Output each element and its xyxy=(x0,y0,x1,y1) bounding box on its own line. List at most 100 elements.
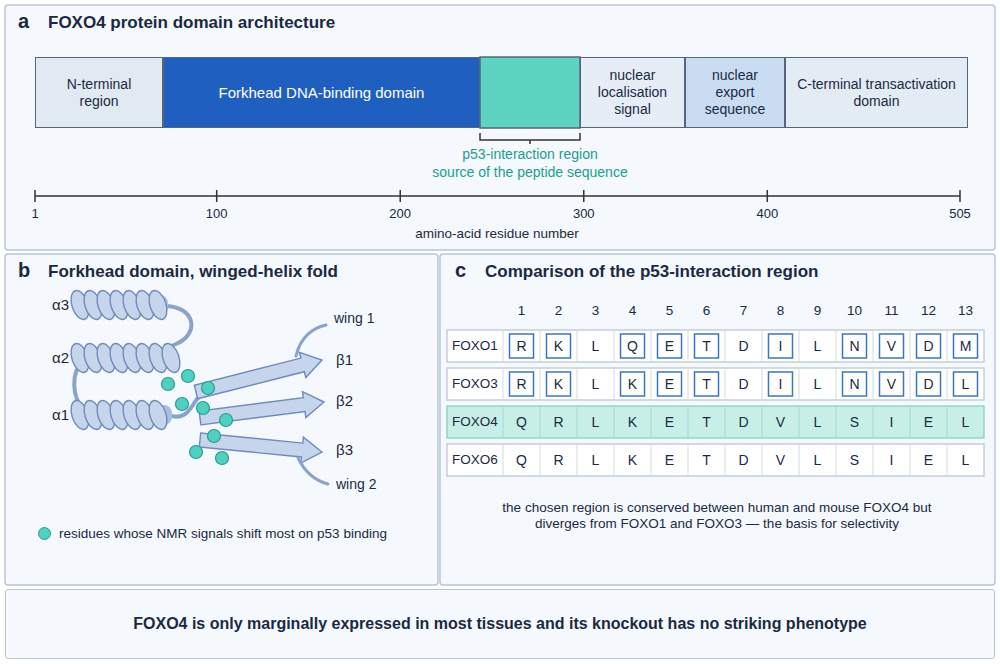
legend-item: residues whose NMR signals shift most on… xyxy=(38,526,387,541)
residue-letter: V xyxy=(887,338,896,355)
panel-frame xyxy=(5,254,438,585)
residue-letter: K xyxy=(554,338,563,355)
domain-box: nuclear export sequence xyxy=(685,57,785,128)
residue-letter: K xyxy=(554,376,563,393)
domain-name: Forkhead DNA-binding domain xyxy=(219,84,425,102)
residue-box xyxy=(658,372,682,396)
helix-turn xyxy=(159,341,183,374)
table-divider xyxy=(873,331,874,361)
column-number: 8 xyxy=(777,303,785,319)
residue-letter: K xyxy=(628,414,637,431)
table-row xyxy=(447,406,984,438)
residue-box xyxy=(880,334,904,358)
residue-letter: R xyxy=(516,338,526,355)
table-divider xyxy=(799,407,800,437)
residue-letter: L xyxy=(962,376,970,393)
table-divider xyxy=(836,445,837,475)
residue-letter: E xyxy=(924,414,933,431)
domain-name: nuclear export sequence xyxy=(694,67,776,117)
region-bracket xyxy=(480,133,580,144)
residue-box xyxy=(917,372,941,396)
panel-title: Forkhead domain, winged-helix fold xyxy=(48,262,338,282)
tick-label: 1 xyxy=(31,206,38,222)
alpha-helix xyxy=(68,341,183,374)
note-text: the chosen region is conserved between h… xyxy=(502,500,932,532)
p53-region-segment xyxy=(480,57,580,128)
residue-letter: S xyxy=(850,414,859,431)
shifted-residue xyxy=(202,382,215,395)
table-divider xyxy=(910,407,911,437)
residue-box xyxy=(621,334,645,358)
residue-letter: R xyxy=(553,452,563,469)
column-number: 11 xyxy=(884,303,898,319)
table-divider xyxy=(799,331,800,361)
table-row xyxy=(447,330,984,362)
table-divider xyxy=(651,369,652,399)
residue-letter: I xyxy=(890,452,894,469)
residue-letter: E xyxy=(924,452,933,469)
legend-swatch xyxy=(38,527,51,540)
residue-letter: L xyxy=(592,376,600,393)
table-divider xyxy=(947,407,948,437)
helix-label: α3 xyxy=(52,296,69,314)
domain-name: C-terminal transactivation domain xyxy=(794,76,959,110)
table-row xyxy=(447,444,984,476)
table-divider xyxy=(947,369,948,399)
table-divider xyxy=(503,331,504,361)
table-divider xyxy=(947,445,948,475)
residue-box xyxy=(880,372,904,396)
table-divider xyxy=(614,407,615,437)
panel-title: FOXO4 protein domain architecture xyxy=(48,13,335,33)
residue-box xyxy=(769,334,793,358)
column-number: 12 xyxy=(921,303,936,319)
residue-letter: L xyxy=(592,452,600,469)
residue-letter: S xyxy=(850,452,859,469)
table-divider xyxy=(836,369,837,399)
panel-frame xyxy=(440,254,995,585)
residue-box xyxy=(547,372,571,396)
tick-label: 200 xyxy=(389,206,411,222)
residue-box xyxy=(843,334,867,358)
table-divider xyxy=(577,369,578,399)
residue-box xyxy=(621,372,645,396)
table-divider xyxy=(725,369,726,399)
table-divider xyxy=(688,369,689,399)
table-divider xyxy=(725,407,726,437)
domain-name: N-terminal region xyxy=(52,76,146,110)
residue-letter: L xyxy=(814,376,822,393)
summary-text: FOXO4 is only marginally expressed in mo… xyxy=(133,615,867,633)
table-divider xyxy=(762,407,763,437)
residue-letter: T xyxy=(702,452,711,469)
table-divider xyxy=(799,369,800,399)
helix-turn xyxy=(146,288,170,321)
shifted-residue xyxy=(182,370,195,383)
residue-letter: V xyxy=(776,452,785,469)
column-number: 6 xyxy=(703,303,711,319)
residue-letter: N xyxy=(849,338,859,355)
table-divider xyxy=(799,445,800,475)
residue-letter: D xyxy=(923,376,933,393)
residue-letter: Q xyxy=(516,414,527,431)
table-divider xyxy=(910,331,911,361)
residue-letter: K xyxy=(628,376,637,393)
table-divider xyxy=(614,331,615,361)
shifted-residue xyxy=(216,452,229,465)
column-number: 13 xyxy=(958,303,973,319)
residue-box xyxy=(695,334,719,358)
shifted-residue xyxy=(197,402,210,415)
residue-letter: I xyxy=(890,414,894,431)
residue-letter: V xyxy=(887,376,896,393)
shifted-residue xyxy=(176,398,189,411)
shifted-residue xyxy=(220,414,233,427)
tick-label: 400 xyxy=(756,206,778,222)
axis-line xyxy=(35,195,960,197)
table-divider xyxy=(762,331,763,361)
column-number: 2 xyxy=(555,303,563,319)
axis-tick xyxy=(959,190,961,202)
beta-strand xyxy=(199,392,324,425)
tick-label: 100 xyxy=(206,206,228,222)
row-name: FOXO1 xyxy=(452,338,498,354)
column-number: 3 xyxy=(592,303,600,319)
domain-box: nuclear localisation signal xyxy=(580,57,685,128)
